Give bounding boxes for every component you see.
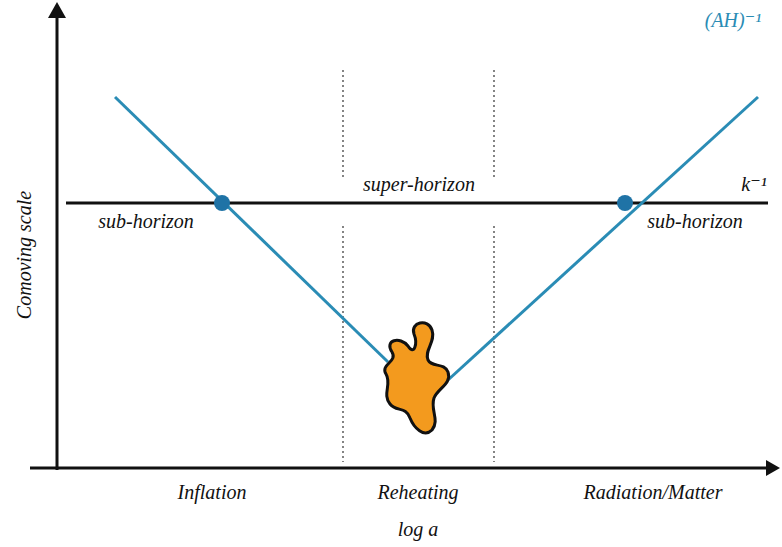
x-axis-arrow bbox=[766, 460, 780, 476]
y-axis-arrow bbox=[48, 2, 66, 18]
horizon-crossing-dot bbox=[617, 195, 633, 211]
phase-divider bbox=[493, 70, 494, 178]
axis-title: log a bbox=[398, 518, 439, 540]
phase-label: Radiation/Matter bbox=[584, 481, 723, 503]
scale-label: k⁻¹ bbox=[741, 173, 766, 195]
horizon-crossing-dot bbox=[214, 195, 230, 211]
region-label: sub-horizon bbox=[647, 210, 743, 232]
phase-divider bbox=[493, 226, 494, 462]
phase-divider bbox=[342, 70, 343, 178]
phase-label: Inflation bbox=[178, 481, 247, 503]
axis-title: Comoving scale bbox=[13, 191, 35, 319]
scale-line bbox=[66, 202, 768, 205]
region-label: sub-horizon bbox=[98, 210, 194, 232]
phase-label: Reheating bbox=[377, 481, 458, 503]
region-label: super-horizon bbox=[363, 173, 475, 195]
phase-divider bbox=[342, 226, 343, 462]
hubble-radius-line bbox=[448, 97, 758, 380]
reheating-blob bbox=[385, 323, 449, 433]
axis-curve-label: (AH)⁻¹ bbox=[705, 9, 762, 31]
x-axis bbox=[30, 467, 768, 470]
y-axis bbox=[56, 14, 59, 470]
